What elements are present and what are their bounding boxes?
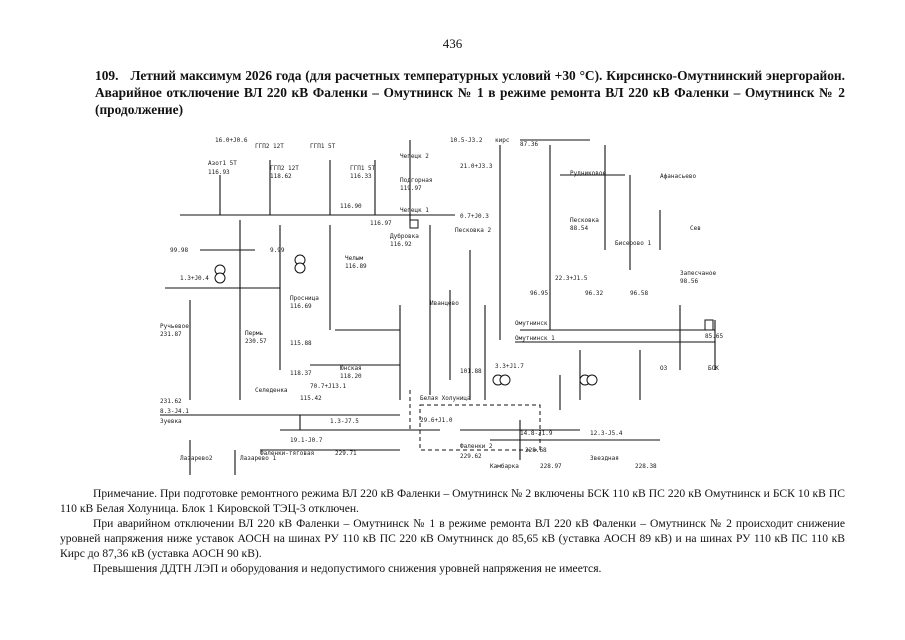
label-belaya: Белая Холуница (420, 395, 471, 402)
label-sev: Сев (690, 225, 701, 232)
label-omutninsk1: Омутнинск 1 (515, 335, 555, 342)
value-v29: 115.42 (300, 395, 322, 402)
flow-f5: 29.6+J1.0 (420, 417, 453, 424)
label-zvezdnaya: Звездная (590, 455, 619, 462)
label-ggp1: ГГП1 5Т (310, 143, 336, 150)
label-afanasevo: Афанасьево (660, 173, 697, 180)
label-prosnitsa: Просница (290, 295, 319, 302)
value-v11: 116.69 (290, 303, 312, 310)
label-omutninsk: Омутнинск (515, 320, 548, 327)
flow-f7: 19.1-J0.7 (290, 437, 323, 444)
value-v7: 116.97 (370, 220, 392, 227)
flow-f2: 10.5-J3.2 (450, 137, 483, 144)
diagram-canvas: 16.0+J0.6 ГГП2 12Т ГГП1 5Т 10.5-J3.2 кир… (160, 137, 723, 475)
value-v25: 228.97 (540, 463, 562, 470)
diagram-lines (160, 139, 716, 475)
value-v2: 118.62 (270, 173, 292, 180)
label-zapesche: Запесчаное (680, 270, 717, 277)
single-line-diagram: 16.0+J0.6 ГГП2 12Т ГГП1 5Т 10.5-J3.2 кир… (160, 130, 750, 475)
value-v9: 99.98 (170, 247, 188, 254)
diagram-transformers (214, 219, 714, 386)
value-v23: 229.62 (460, 453, 482, 460)
note-paragraph-3: Превышения ДДТН ЛЭП и оборудования и нед… (93, 562, 602, 575)
value-v5: 116.90 (340, 203, 362, 210)
value-v12: 115.88 (290, 340, 312, 347)
value-v26: 228.38 (635, 463, 657, 470)
diagram-text: 16.0+J0.6 ГГП2 12Т ГГП1 5Т 10.5-J3.2 кир… (160, 137, 723, 470)
value-v3: 116.33 (350, 173, 372, 180)
note-paragraph-2: При аварийном отключении ВЛ 220 кВ Фален… (60, 517, 845, 560)
value-v17: 96.32 (585, 290, 603, 297)
value-v4: 119.97 (400, 185, 422, 192)
label-falenki-t: Фаленки-тяговая (260, 450, 314, 457)
label-seledenka: Селеденка (255, 387, 288, 394)
diagram-dashed-lines (409, 390, 541, 451)
flow-f14: 22.3+J1.5 (555, 275, 588, 282)
label-perm: Пермь (245, 330, 263, 337)
label-azot: Азот1 5Т (208, 160, 237, 167)
label-ggp2: ГГП2 12Т (255, 143, 284, 150)
label-iunskaya: Юнская (340, 365, 362, 372)
label-zuevka: Зуевка (160, 418, 182, 425)
label-lazarevo: Лазарево 1 (240, 455, 277, 462)
label-kambarka: Камбарка (490, 463, 519, 470)
value-v20: 85.65 (705, 333, 723, 340)
value-v28: 230.57 (245, 338, 267, 345)
flow-f6: 70.7+J13.1 (310, 383, 347, 390)
note-paragraph-1: Примечание. При подготовке ремонтного ре… (60, 487, 845, 515)
flow-f12: 8.3-J4.1 (160, 408, 189, 415)
label-ggp2b: ГГП2 12Т (270, 165, 299, 172)
flow-f8: 12.3-J5.4 (590, 430, 623, 437)
page-number: 436 (442, 36, 463, 51)
value-v1: 116.93 (208, 169, 230, 176)
value-v19: 98.56 (680, 278, 698, 285)
flow-f1: 16.0+J0.6 (215, 137, 248, 144)
value-v16: 96.95 (530, 290, 548, 297)
flow-f3: 21.0+J3.3 (460, 163, 493, 170)
label-bisero: Бисерово 1 (615, 240, 652, 247)
value-kirs: 87.36 (520, 141, 538, 148)
label-bsk: БСК (708, 365, 719, 372)
flow-f13: 14.8-J1.9 (520, 430, 553, 437)
label-oz: ОЗ (660, 365, 668, 372)
label-dubrovka: Дубровка (390, 233, 419, 240)
value-v30: 231.62 (160, 398, 182, 405)
label-ggp1b: ГГП1 5Т (350, 165, 376, 172)
value-v14: 118.37 (290, 370, 312, 377)
value-v13: 118.20 (340, 373, 362, 380)
label-falenki: Фаленки 2 (460, 443, 493, 450)
heading-number: 109. (95, 68, 119, 83)
label-lazarevo2: Лазарево2 (180, 455, 213, 462)
label-chelym: Челым (345, 255, 363, 262)
label-peskovka: Песковка (570, 217, 599, 224)
label-podgornaya: Подгорная (400, 177, 433, 184)
value-v27: 231.87 (160, 331, 182, 338)
value-v10: 9.99 (270, 247, 285, 254)
value-v21: 101.88 (460, 368, 482, 375)
label-ivanchevo: Иванцево (430, 300, 459, 307)
heading-text: Летний максимум 2026 года (для расчетных… (95, 68, 845, 117)
value-v18: 96.58 (630, 290, 648, 297)
value-v8: 116.89 (345, 263, 367, 270)
value-v6: 116.92 (390, 241, 412, 248)
label-ruchevo: Ручьевое (160, 323, 189, 330)
value-v22: 229.71 (335, 450, 357, 457)
value-v24: 228.68 (525, 447, 547, 454)
flow-f4: 1.3-J7.5 (330, 418, 359, 425)
document-heading: 109.Летний максимум 2026 года (для расче… (95, 67, 845, 118)
flow-f11: 3.3+J1.7 (495, 363, 524, 370)
label-peskovka2: Песковка 2 (455, 227, 492, 234)
flow-f10: 1.3+J0.4 (180, 275, 209, 282)
value-v15: 88.54 (570, 225, 588, 232)
flow-f9: 0.7+J0.3 (460, 213, 489, 220)
label-rubnikovo: Рудниковое (570, 170, 607, 177)
notes-section: Примечание. При подготовке ремонтного ре… (60, 486, 845, 576)
label-chepets1: Чепецк 1 (400, 207, 429, 214)
label-kirs: кирс (495, 137, 510, 144)
label-chepets2: Чепецк 2 (400, 153, 429, 160)
